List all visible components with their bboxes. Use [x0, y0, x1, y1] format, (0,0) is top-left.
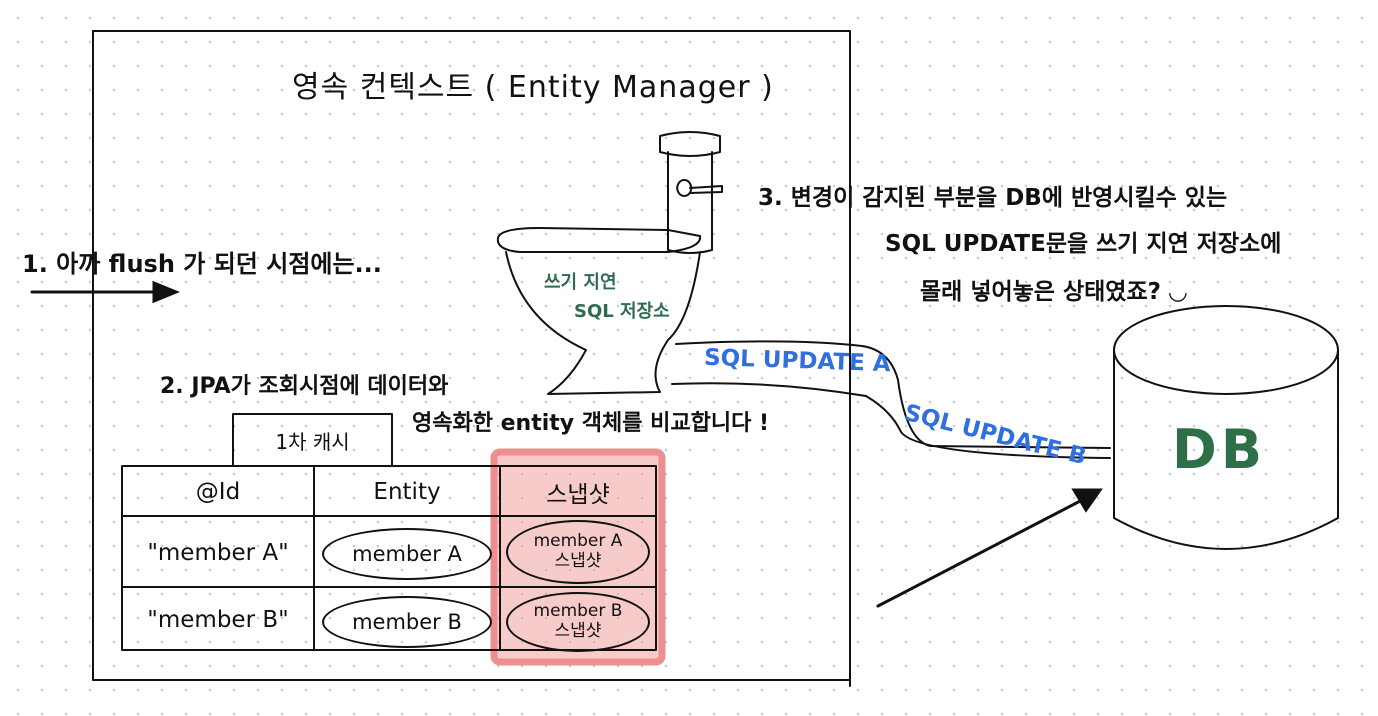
db-arrow — [876, 496, 1088, 608]
row2-id: "member B" — [147, 606, 289, 633]
write-buffer-label-line1: 쓰기 지연 — [544, 272, 617, 293]
row1-id: "member A" — [147, 539, 289, 566]
db-cylinder — [1113, 305, 1339, 550]
row1-entity: member A — [352, 541, 462, 566]
row2-snapshot-oval: member B 스냅샷 — [506, 592, 650, 652]
sql-pipe — [675, 340, 1111, 449]
persistence-context-frame — [92, 30, 851, 687]
cache-tab — [232, 413, 393, 467]
row2-entity-oval: member B — [322, 596, 492, 648]
step2-note-line1: 2. JPA가 조회시점에 데이터와 — [160, 374, 449, 399]
row1-snapshot-line2: 스냅샷 — [554, 551, 602, 571]
row1-snapshot-line1: member A — [533, 531, 623, 552]
row2-snapshot-line1: member B — [533, 601, 623, 622]
step3-note-line2: SQL UPDATE문을 쓰기 지연 저장소에 — [885, 231, 1282, 257]
toilet-bowl — [496, 227, 702, 253]
step3-note-line3: 몰래 넣어놓은 상태였죠? ◡ — [920, 279, 1187, 305]
header-id: @Id — [195, 479, 241, 505]
step2-note-line2: 영속화한 entity 객체를 비교합니다 ! — [412, 411, 770, 436]
header-entity: Entity — [373, 479, 441, 505]
db-label: DB — [1172, 418, 1266, 481]
step1-note: 1. 아까 flush 가 되던 시점에는... — [22, 250, 382, 278]
step3-note-line1: 3. 변경이 감지된 부분을 DB에 반영시킬수 있는 — [758, 185, 1228, 211]
header-snapshot: 스냅샷 — [546, 482, 610, 508]
row2-snapshot-line2: 스냅샷 — [554, 621, 602, 641]
cache-table-grid — [121, 465, 657, 651]
cache-tab-label: 1차 캐시 — [275, 429, 350, 454]
row1-snapshot-oval: member A 스냅샷 — [506, 520, 650, 584]
diagram-title: 영속 컨텍스트 ( Entity Manager ) — [292, 70, 774, 105]
write-buffer-label-line2: SQL 저장소 — [574, 301, 670, 322]
row1-entity-oval: member A — [322, 528, 492, 580]
row2-entity: member B — [352, 609, 462, 634]
toilet-tank — [659, 131, 721, 157]
